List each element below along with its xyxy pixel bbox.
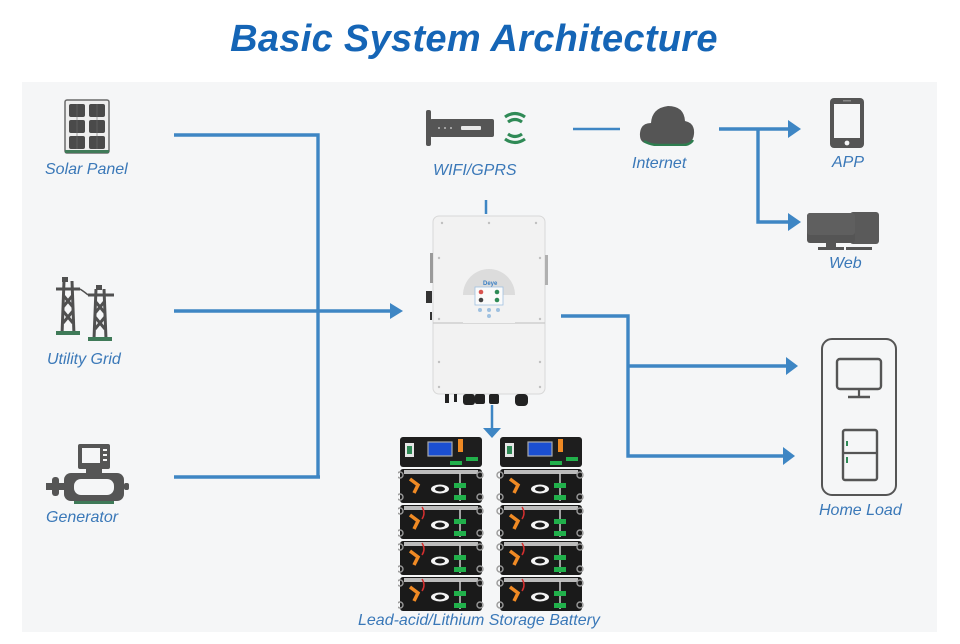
power-tower-icon — [56, 277, 114, 341]
label-utility-grid: Utility Grid — [47, 351, 121, 368]
cloud-icon — [639, 106, 695, 147]
battery-module — [396, 541, 484, 575]
node-home-load — [820, 337, 900, 499]
node-app — [829, 97, 865, 149]
smartphone-icon — [830, 98, 864, 148]
battery-module — [496, 505, 584, 539]
battery-lcd-display — [427, 441, 453, 457]
generator-icon — [46, 444, 129, 504]
battery-module — [396, 577, 484, 611]
node-internet — [638, 102, 696, 147]
node-web — [806, 210, 880, 252]
label-internet: Internet — [632, 155, 687, 172]
battery-module — [496, 541, 584, 575]
label-solar-panel: Solar Panel — [45, 161, 128, 178]
home-appliances-icon — [821, 338, 897, 496]
hybrid-inverter: Deye — [426, 215, 548, 406]
label-generator: Generator — [46, 509, 119, 526]
node-wifi-gprs — [425, 107, 530, 149]
wifi-dongle-icon — [426, 110, 526, 146]
battery-module — [396, 469, 484, 503]
label-app: APP — [832, 154, 865, 171]
battery-rack — [496, 437, 584, 611]
battery-module — [496, 469, 584, 503]
node-utility-grid — [52, 275, 118, 345]
refrigerator-icon — [841, 428, 879, 482]
node-solar-panel — [64, 99, 110, 155]
node-generator — [44, 443, 132, 505]
battery-lcd-display — [527, 441, 553, 457]
inverter-brand-logo: Deye — [483, 281, 498, 287]
battery-module — [396, 505, 484, 539]
monitor-icon — [835, 357, 883, 399]
battery-rack — [396, 437, 484, 611]
label-home-load: Home Load — [819, 502, 902, 519]
solar-panel-icon — [64, 99, 110, 154]
label-web: Web — [829, 255, 862, 272]
battery-module — [496, 577, 584, 611]
desktop-computer-icon — [807, 212, 879, 250]
node-battery — [396, 435, 586, 613]
label-battery: Lead-acid/Lithium Storage Battery — [358, 612, 600, 629]
label-wifi-gprs: WIFI/GPRS — [433, 162, 517, 179]
battery-rack-icon — [396, 437, 584, 611]
node-inverter: Deye — [425, 215, 550, 407]
diagram-title: Basic System Architecture — [230, 18, 718, 60]
